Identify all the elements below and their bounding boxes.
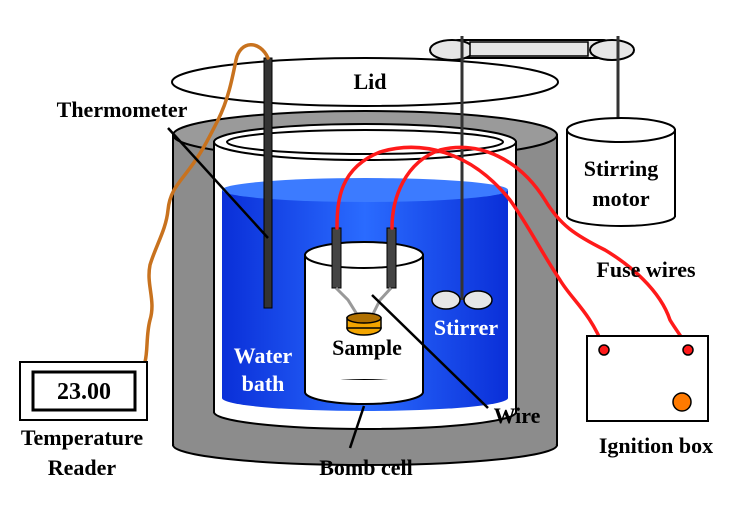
- sample-label: Sample: [332, 335, 402, 360]
- sample-cup: [346, 312, 382, 336]
- thermometer-label: Thermometer: [57, 97, 188, 122]
- lid-label: Lid: [353, 69, 386, 94]
- fuse-wires-label: Fuse wires: [596, 257, 696, 282]
- water-bath-label-line2: bath: [242, 371, 285, 396]
- fuse-wires: [335, 145, 690, 350]
- stirring-motor-label-line1: Stirring: [584, 156, 659, 181]
- thermometer-rod: [263, 57, 273, 309]
- stirrer-label: Stirrer: [434, 315, 499, 340]
- temperature-reader: 23.00: [19, 361, 148, 421]
- ignition-button-icon: [672, 392, 692, 412]
- wire-label: Wire: [494, 403, 541, 428]
- thermometer-cable: [143, 43, 270, 364]
- water-bath-label-line1: Water: [234, 343, 293, 368]
- ignition-box: [586, 335, 709, 422]
- bomb-cell-label: Bomb cell: [319, 455, 413, 480]
- reader-display: 23.00: [57, 379, 111, 405]
- ignition-box-label: Ignition box: [599, 433, 713, 458]
- leader-lines: [167, 127, 489, 449]
- temperature-reader-label-line1: Temperature: [21, 425, 143, 450]
- temperature-reader-label-line2: Reader: [48, 455, 117, 480]
- stirrer-blades: [431, 290, 493, 310]
- stirring-motor-label-line2: motor: [592, 186, 650, 211]
- stirrer-belt: [429, 36, 635, 300]
- stirring-motor: [566, 117, 676, 227]
